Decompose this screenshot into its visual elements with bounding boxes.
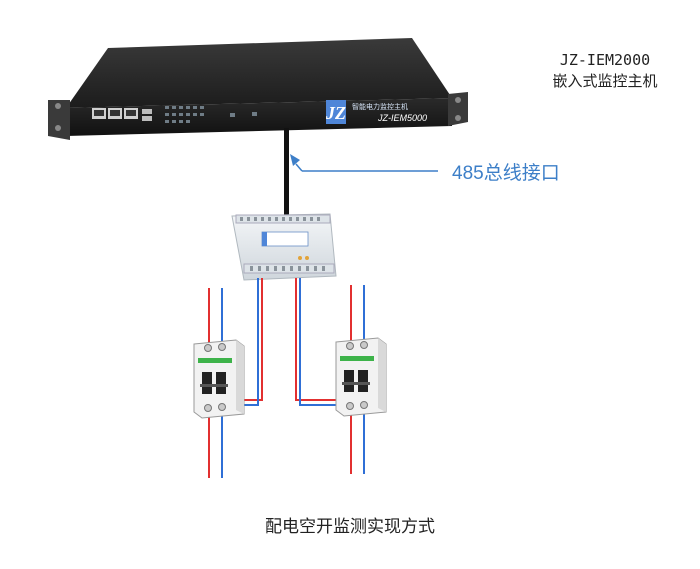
indicator-leds — [165, 106, 257, 123]
circuit-breaker-icon — [335, 285, 387, 474]
bus-cable — [284, 128, 289, 220]
panel-brand-text: 智能电力监控主机 — [352, 102, 408, 111]
host-label: JZ-IEM2000 嵌入式监控主机 — [520, 50, 690, 92]
bus-interface-label: 485总线接口 — [452, 163, 560, 184]
host-description: 嵌入式监控主机 — [552, 72, 658, 90]
io-module-icon — [231, 213, 337, 281]
host-model: JZ-IEM2000 — [559, 51, 651, 69]
panel-brand-area: JZ 智能电力监控主机 JZ-IEM5000 — [325, 100, 427, 124]
signal-wires — [226, 278, 350, 406]
circuit-breaker-icon — [193, 288, 245, 478]
ethernet-ports — [92, 108, 152, 121]
diagram-caption: 配电空开监测实现方式 — [265, 517, 435, 537]
panel-logo: JZ — [325, 103, 346, 123]
panel-model-text: JZ-IEM5000 — [377, 113, 427, 123]
bus-pointer — [290, 154, 438, 172]
rack-host-icon: JZ 智能电力监控主机 JZ-IEM5000 — [48, 38, 468, 140]
